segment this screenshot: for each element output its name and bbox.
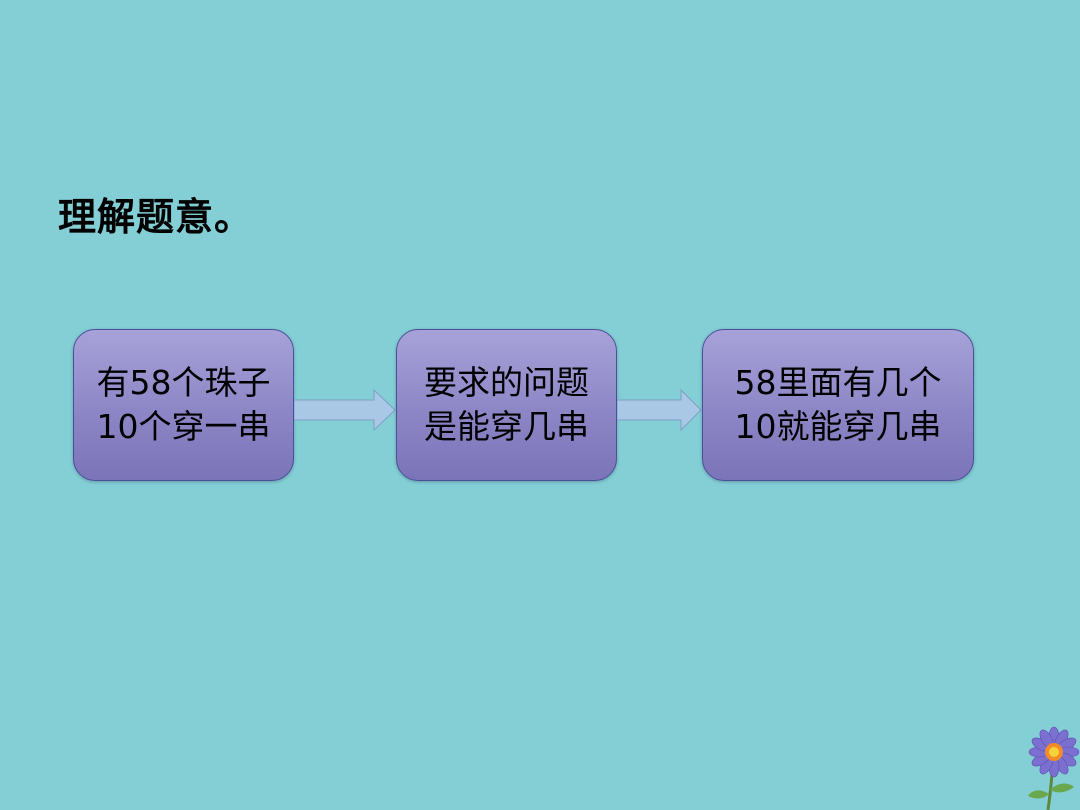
flow-step-method: 58里面有几个 10就能穿几串 (702, 329, 974, 481)
flow-arrow (617, 388, 702, 432)
slide-title: 理解题意。 (58, 195, 254, 239)
flow-step-question: 要求的问题 是能穿几串 (396, 329, 617, 481)
flow-step-text-line: 有58个珠子 (96, 363, 271, 402)
flow-step-text-line: 10就能穿几串 (734, 407, 942, 446)
flow-step-given: 有58个珠子 10个穿一串 (73, 329, 294, 481)
flow-step-text-line: 58里面有几个 (734, 363, 942, 402)
flow-step-text-line: 10个穿一串 (96, 407, 271, 446)
arrow-shape (294, 388, 396, 432)
arrow-shape (617, 388, 702, 432)
flow-step-text-line: 要求的问题 (424, 363, 589, 402)
flower-icon (1028, 726, 1080, 810)
flow-arrow (294, 388, 396, 432)
flow-step-text-line: 是能穿几串 (424, 407, 589, 446)
